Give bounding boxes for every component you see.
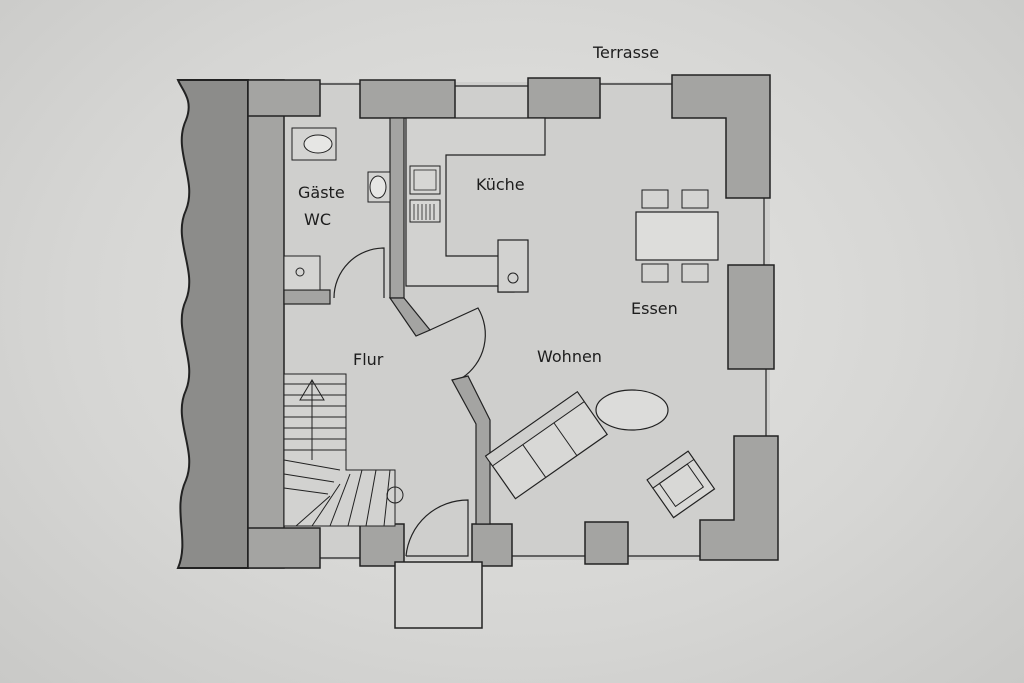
armchair	[646, 450, 716, 519]
dishwasher-icon	[409, 199, 441, 223]
dining-chairs	[641, 189, 709, 283]
hall-kitchen-door	[429, 307, 486, 379]
pillar-bottom-2	[471, 523, 513, 567]
pillar-bottom-3	[584, 521, 629, 565]
kitchen-island-end	[497, 239, 529, 293]
stove-icon	[409, 165, 441, 195]
entrance-porch	[394, 561, 483, 629]
wall-hall-living	[451, 375, 491, 525]
pillar-bottom-1	[359, 523, 405, 567]
neighbour-band	[176, 79, 249, 569]
label-kitchen: Küche	[476, 175, 525, 194]
staircase	[283, 373, 404, 527]
wall-top-right-corner	[671, 74, 771, 199]
wall-top-3	[527, 77, 601, 119]
wall-wc-bottom	[283, 289, 331, 305]
wall-wc-right	[389, 117, 405, 299]
dining-table	[635, 211, 719, 261]
wall-bottom-right-corner	[699, 435, 779, 561]
label-terrace: Terrasse	[593, 43, 660, 62]
entrance-door	[405, 499, 469, 557]
wc-door	[333, 247, 385, 299]
wall-top-2	[359, 79, 456, 119]
label-guest-wc-2: WC	[304, 210, 331, 229]
label-guest-wc-1: Gäste	[298, 183, 345, 202]
wall-top-1	[247, 79, 321, 117]
wall-right-mid	[727, 264, 775, 370]
wall-bottom-left	[247, 527, 321, 569]
shower-icon	[283, 255, 321, 291]
wall-left	[247, 79, 285, 569]
label-living: Wohnen	[537, 347, 602, 366]
label-hallway: Flur	[353, 350, 384, 369]
coffee-table	[595, 389, 669, 431]
label-dining: Essen	[631, 299, 678, 318]
sofa	[484, 390, 609, 500]
